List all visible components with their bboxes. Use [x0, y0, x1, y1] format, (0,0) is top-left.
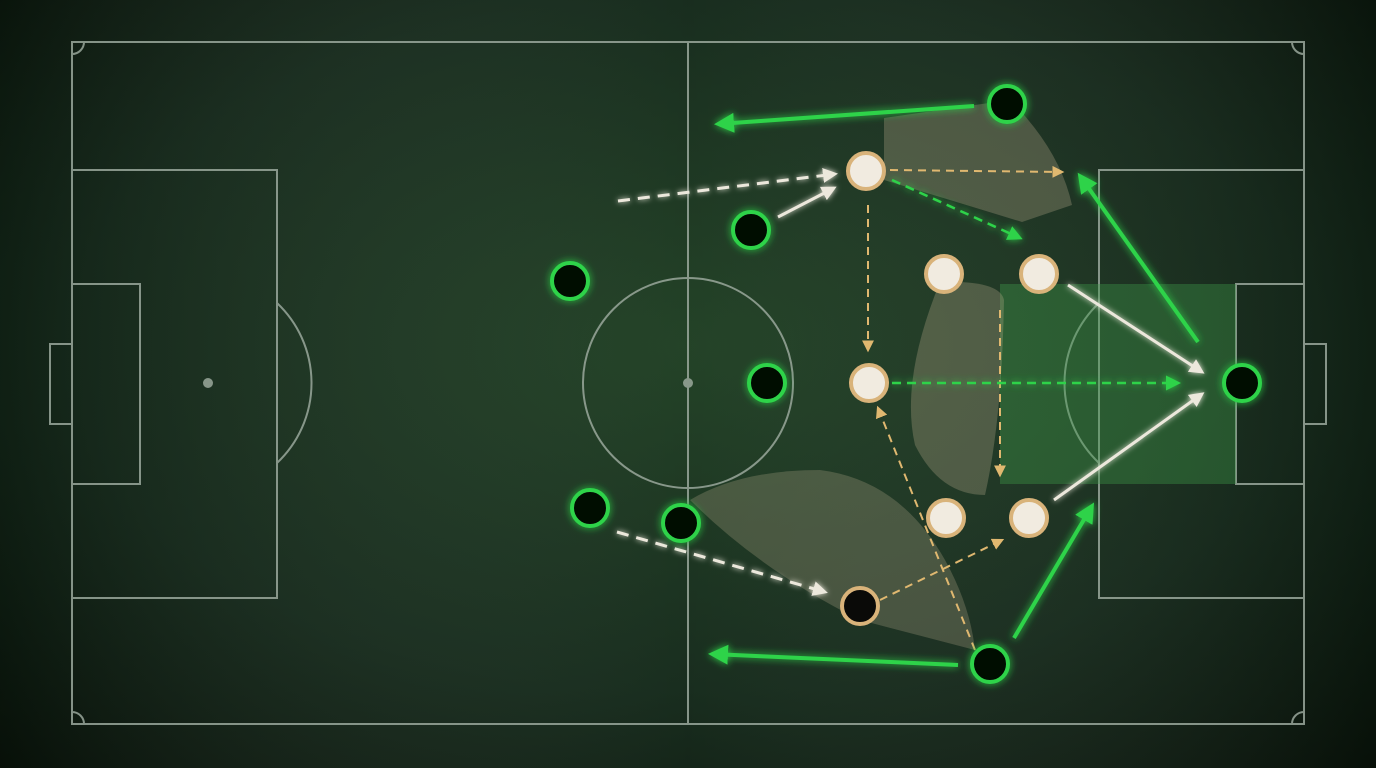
corner-arc-bottom-right: [1291, 711, 1305, 725]
goal-right: [1303, 343, 1327, 425]
centre-spot: [683, 378, 693, 388]
goal-left: [49, 343, 73, 425]
orange-pass-5: [879, 538, 1005, 601]
zone-tan-top: [884, 100, 1072, 222]
orange-passes: [862, 165, 1065, 651]
green-player-g6[interactable]: [661, 503, 701, 543]
white-run-solid-2: [1067, 283, 1205, 374]
orange-pass-4: [876, 405, 976, 651]
opponent-player-o5[interactable]: [926, 498, 966, 538]
green-player-g3[interactable]: [550, 261, 590, 301]
opponent-player-o1[interactable]: [846, 151, 886, 191]
zone-tan-middle: [910, 281, 1004, 495]
green-player-g4[interactable]: [747, 363, 787, 403]
centre-circle: [582, 277, 794, 489]
white-run-solid-3: [1053, 392, 1205, 502]
white-run-solid-1: [777, 186, 837, 219]
corner-arc-bottom-left: [71, 711, 85, 725]
orange-pass-1: [889, 165, 1065, 178]
zone-tan-bottom: [690, 470, 975, 650]
corner-arc-top-left: [71, 41, 85, 55]
green-player-g8[interactable]: [1222, 363, 1262, 403]
opponent-player-o6[interactable]: [1009, 498, 1049, 538]
green-player-g5[interactable]: [570, 488, 610, 528]
players-layer: [550, 84, 1262, 684]
green-run-2: [708, 644, 959, 667]
green-player-g1[interactable]: [987, 84, 1027, 124]
opponent-player-o8[interactable]: [840, 586, 880, 626]
zones: [690, 100, 1236, 650]
penalty-arc-left: [276, 302, 313, 464]
white-runs: [616, 168, 1205, 596]
green-dashed-passes: [891, 178, 1181, 391]
white-run-dashed-1: [617, 168, 838, 203]
green-player-g2[interactable]: [731, 210, 771, 250]
opponent-player-o2[interactable]: [924, 254, 964, 294]
white-run-dashed-2: [616, 530, 828, 596]
green-runs: [708, 104, 1200, 667]
opponent-player-o4[interactable]: [849, 363, 889, 403]
green-run-4: [1012, 502, 1095, 640]
penalty-spot-left: [203, 378, 213, 388]
corner-arc-top-right: [1291, 41, 1305, 55]
green-run-3: [1077, 172, 1200, 344]
green-run-1: [714, 104, 975, 133]
green-player-g7[interactable]: [970, 644, 1010, 684]
opponent-player-o3[interactable]: [1019, 254, 1059, 294]
pitch-markings: [49, 41, 1327, 725]
green-dashed-pass-1: [891, 178, 1023, 240]
